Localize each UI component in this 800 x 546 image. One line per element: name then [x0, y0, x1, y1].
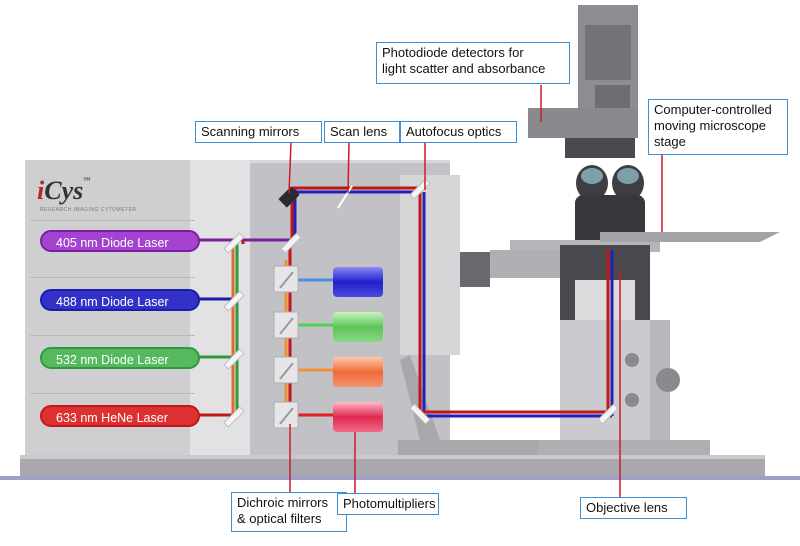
scanning-mirror-block — [278, 186, 300, 208]
laser-label-633: 633 nm HeNe Laser — [40, 405, 200, 427]
callout-objective-lens: Objective lens — [580, 497, 687, 519]
base-platform — [0, 455, 800, 480]
laser-label-532: 532 nm Diode Laser — [40, 347, 200, 369]
callout-scanning-mirrors: Scanning mirrors — [195, 121, 322, 143]
dichroic-glass — [279, 271, 294, 425]
callout-pointers — [288, 85, 663, 497]
laser-label-488: 488 nm Diode Laser — [40, 289, 200, 311]
microscope — [398, 5, 780, 455]
icys-logo: iCys™ — [37, 176, 91, 205]
photomultiplier-tubes — [333, 267, 383, 432]
icys-tagline: RESEARCH IMAGING CYTOMETER — [40, 207, 137, 213]
mirrors — [223, 178, 619, 428]
callout-autofocus-optics: Autofocus optics — [400, 121, 517, 143]
scan-lens-element — [337, 185, 353, 209]
callout-photodiode-detectors: Photodiode detectors for light scatter a… — [376, 42, 570, 84]
callout-dichroic-mirrors: Dichroic mirrors & optical filters — [231, 492, 347, 532]
laser-label-405: 405 nm Diode Laser — [40, 230, 200, 252]
dichroic-filter-boxes — [273, 265, 299, 429]
callout-scan-lens: Scan lens — [324, 121, 400, 143]
callout-photomultipliers: Photomultipliers — [337, 493, 439, 515]
callout-microscope-stage: Computer-controlled moving microscope st… — [648, 99, 788, 155]
